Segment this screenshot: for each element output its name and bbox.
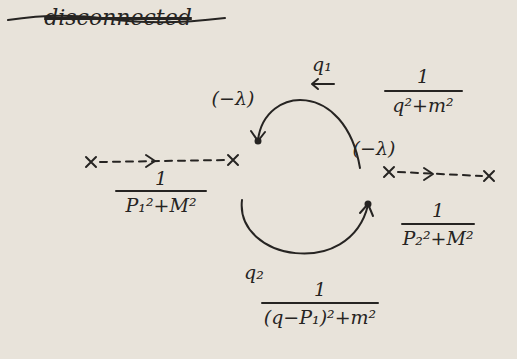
vertex-dot	[256, 139, 261, 144]
fraction-numerator: 1	[432, 200, 444, 221]
fraction-denominator: (q−P₁)²+m²	[264, 307, 376, 328]
fraction-bar	[402, 223, 474, 225]
fraction-bar	[385, 90, 462, 92]
crossed-out-note: disconnected	[44, 6, 192, 30]
fraction-numerator: 1	[417, 66, 429, 87]
external-line	[398, 172, 482, 176]
fraction-numerator: 1	[155, 168, 167, 189]
vertex-factor: (−λ)	[353, 138, 396, 159]
momentum-label: q₂	[244, 262, 264, 283]
external-point	[384, 167, 394, 177]
external-point	[228, 155, 238, 165]
arrow-head	[146, 155, 155, 167]
momentum-label: q₁	[312, 54, 332, 75]
external-line	[100, 160, 226, 162]
fraction-bar	[116, 190, 206, 192]
fraction-denominator: P₂²+M²	[402, 228, 473, 249]
fraction-denominator: q²+m²	[392, 95, 453, 116]
vertex-dot	[366, 202, 371, 207]
external-point	[86, 157, 96, 167]
propagator-line	[258, 100, 360, 168]
fraction-numerator: 1	[314, 279, 326, 300]
propagator-line	[242, 200, 368, 254]
fraction-denominator: P₁²+M²	[125, 195, 196, 216]
fraction-bar	[262, 302, 378, 304]
momentum-arrow	[312, 79, 334, 89]
vertex-factor: (−λ)	[212, 88, 255, 109]
arrow-head	[424, 168, 433, 180]
external-point	[484, 171, 494, 181]
